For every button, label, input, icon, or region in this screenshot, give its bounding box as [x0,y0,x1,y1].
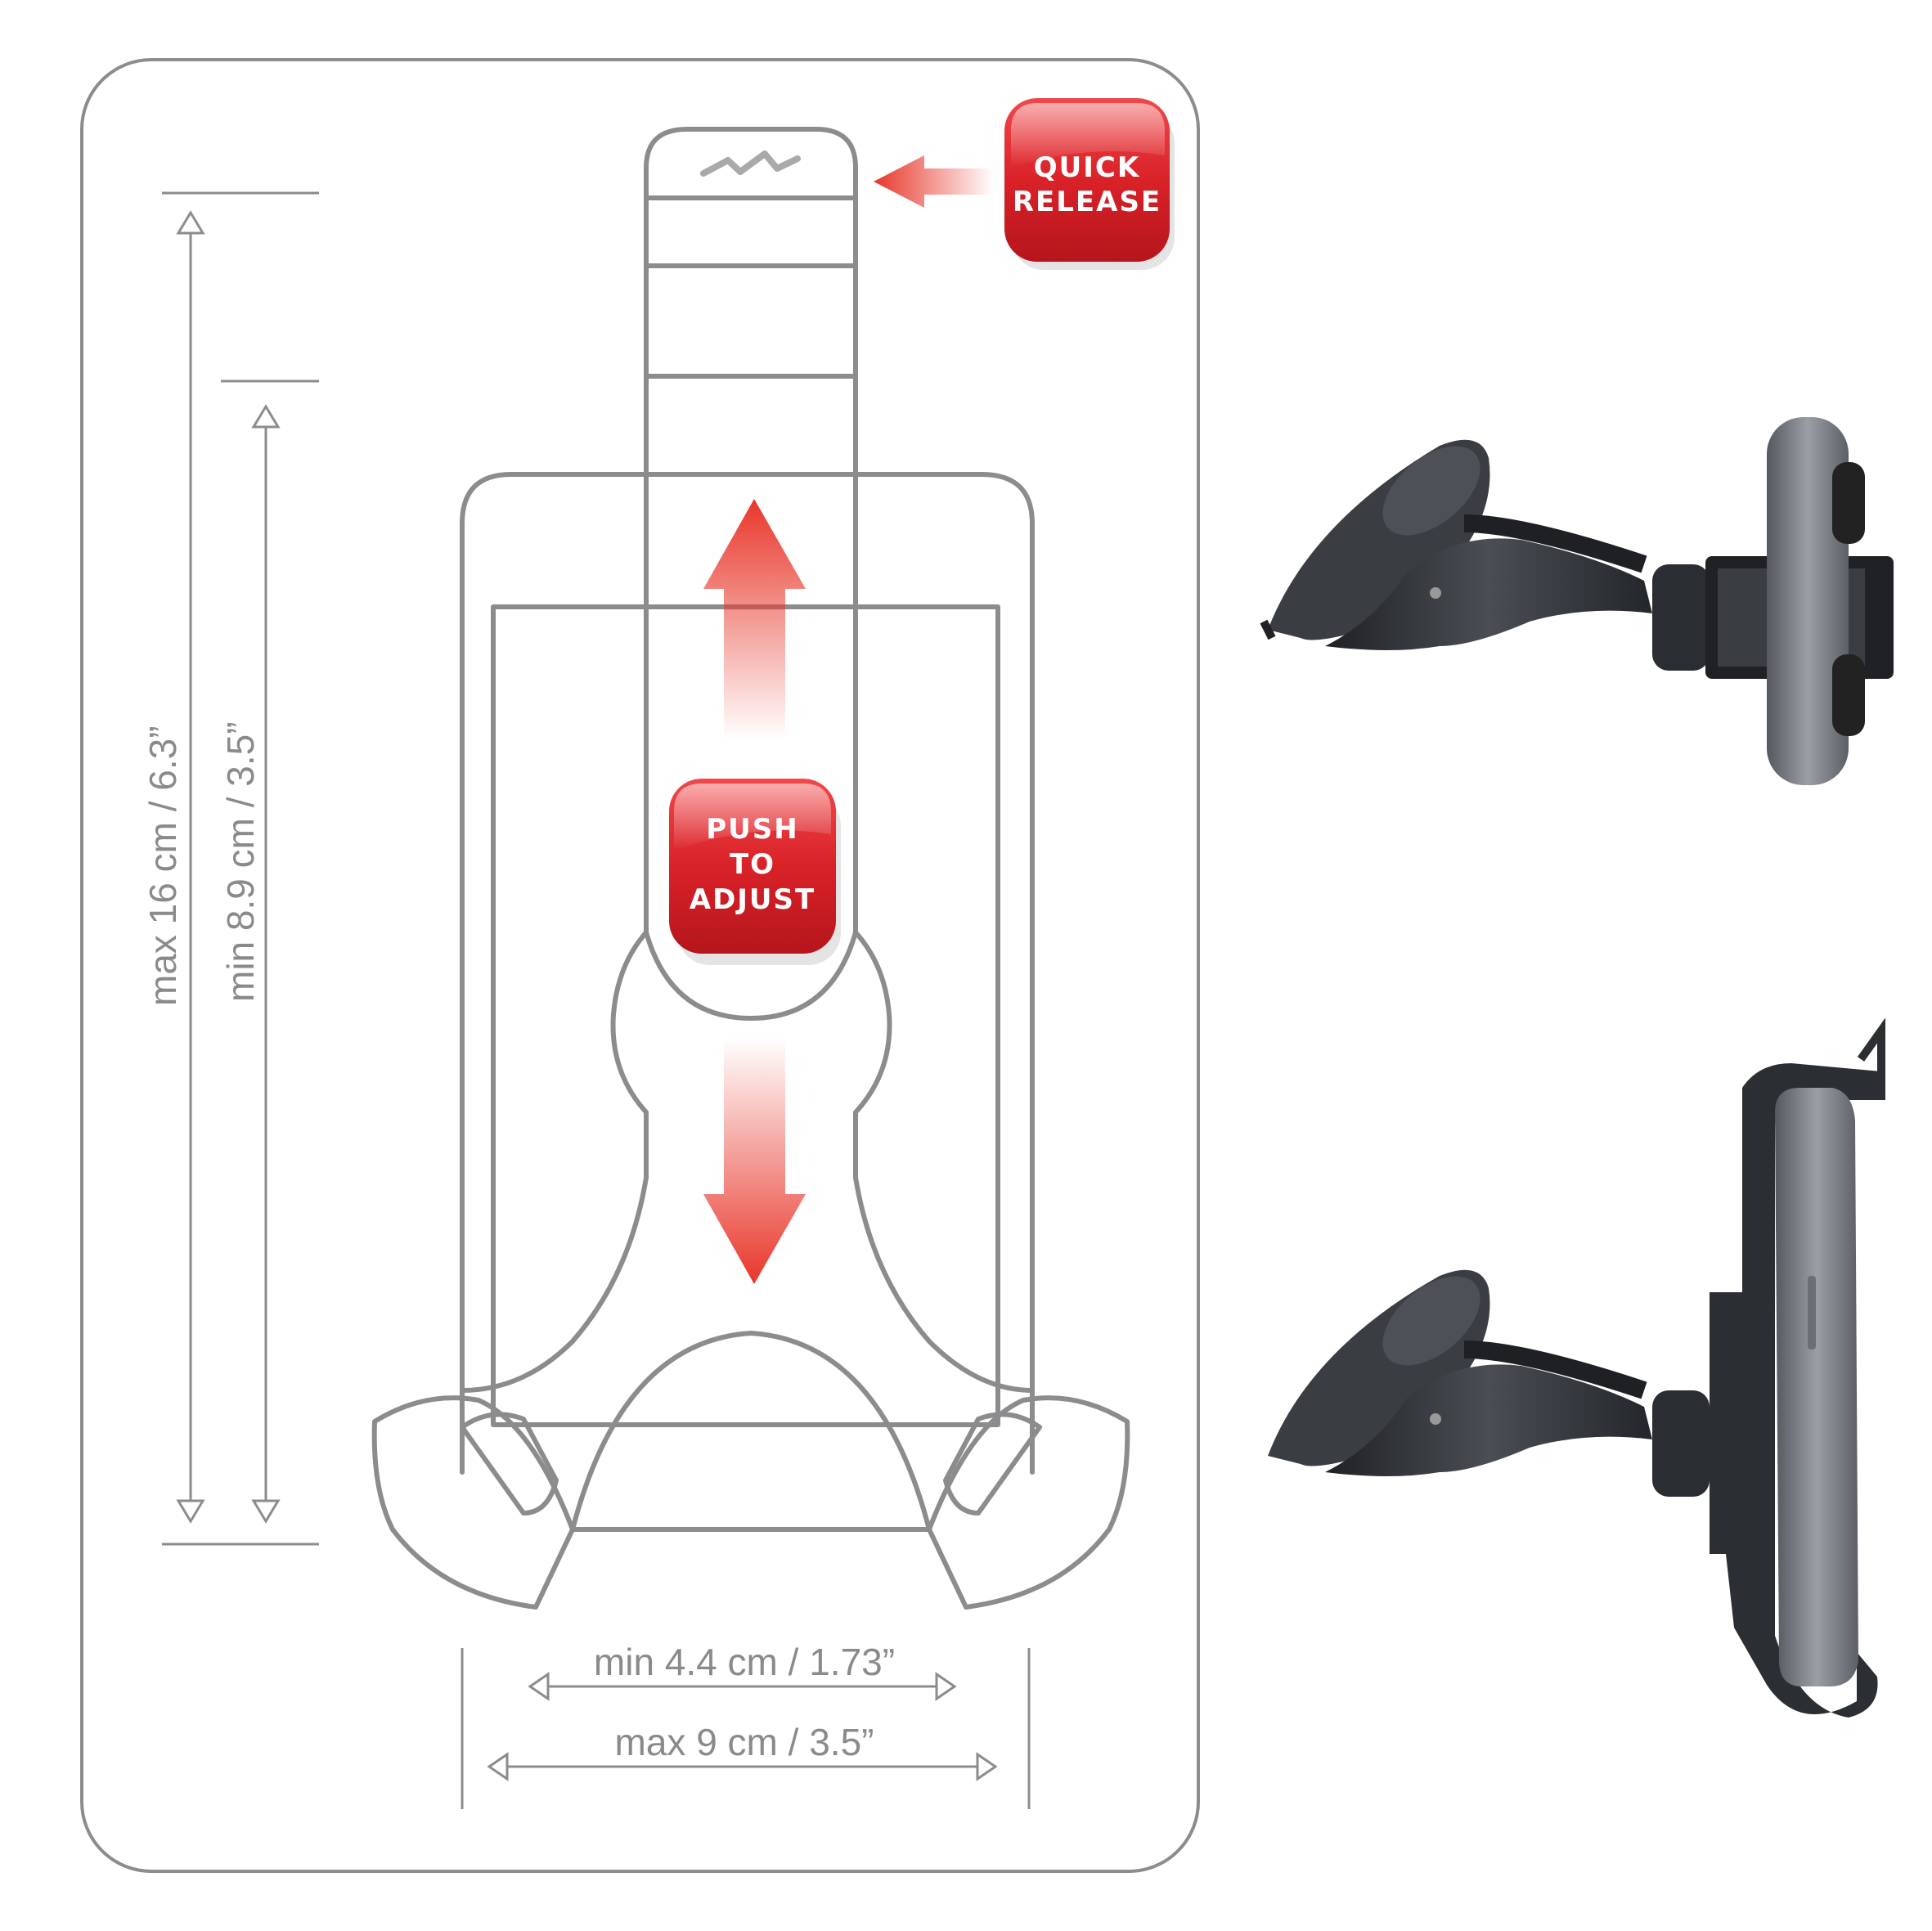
mount-photo-phone-view [1268,1017,1885,1718]
push-to-adjust-line-3: ADJUST [690,883,815,916]
push-to-adjust-badge: PUSH TO ADJUST [669,779,841,965]
quick-release-badge: QUICK RELEASE [1004,98,1175,270]
push-to-adjust-line-1: PUSH [706,813,798,846]
push-to-adjust-line-2: TO [730,848,775,881]
max-height-label: max 16 cm / 6.3” [142,725,184,1006]
diagram-frame [80,58,1200,1873]
min-height-label: min 8.9 cm / 3.5” [219,721,262,1002]
adjust-arrow-down [703,1039,806,1284]
adjust-arrow-up [703,499,806,740]
width-dimension-lines [461,1648,1031,1809]
quick-release-line-2: RELEASE [1013,186,1161,218]
quick-release-arrow [874,155,994,208]
mount-photo-side-view [1260,417,1894,785]
height-dimension-lines [162,191,319,1546]
min-width-label: min 4.4 cm / 1.73” [594,1641,895,1683]
max-width-label: max 9 cm / 3.5” [615,1721,874,1763]
holder-outline [371,127,1130,1610]
quick-release-line-1: QUICK [1034,151,1140,184]
